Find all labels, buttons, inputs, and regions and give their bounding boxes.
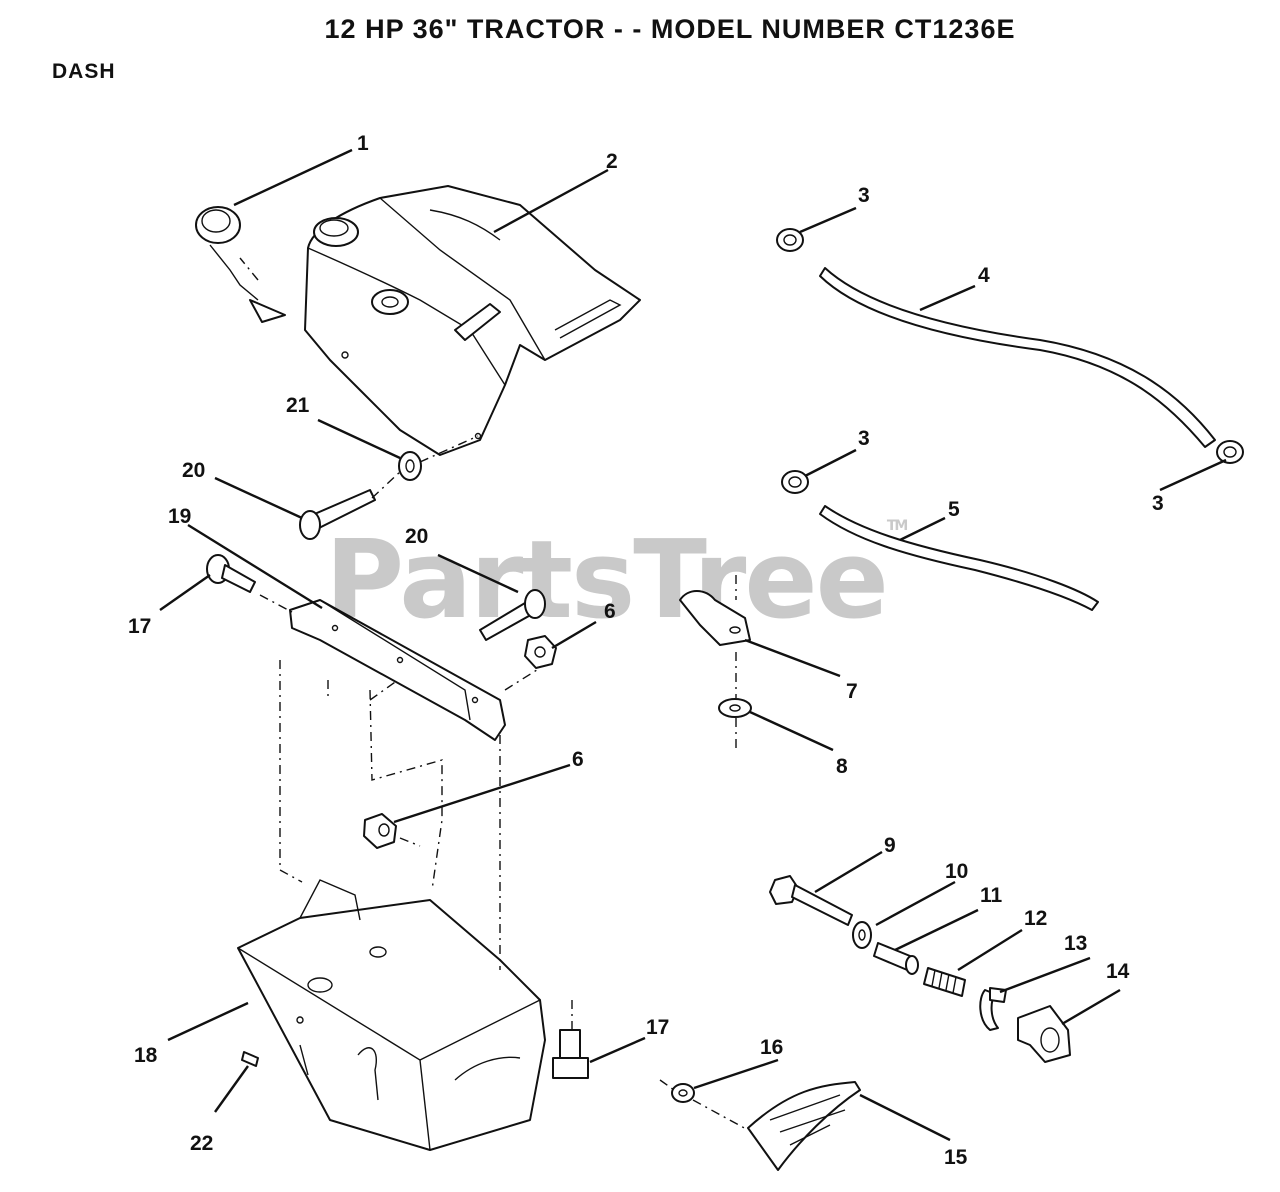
callout-19: 19 — [168, 505, 191, 528]
page-title: 12 HP 36" TRACTOR - - MODEL NUMBER CT123… — [324, 14, 1016, 44]
part-20-screw-a[interactable] — [299, 489, 376, 540]
part-3-hose-clamp-a[interactable] — [776, 228, 804, 252]
callout-5: 5 — [948, 498, 960, 521]
part-8-washer[interactable] — [718, 698, 752, 718]
part-12-spring[interactable] — [923, 967, 966, 997]
part-20-screw-b[interactable] — [479, 589, 546, 641]
callout-6-upper: 6 — [604, 600, 616, 623]
part-11-spacer[interactable] — [873, 942, 919, 975]
callout-14: 14 — [1106, 960, 1130, 983]
callout-9: 9 — [884, 834, 896, 857]
part-21-washer[interactable] — [398, 451, 422, 481]
part-5-fuel-line[interactable] — [819, 505, 1099, 611]
part-16-washer[interactable] — [671, 1083, 695, 1103]
callout-20-mid: 20 — [405, 525, 428, 548]
part-17-bolt-b[interactable] — [552, 1029, 589, 1079]
section-label: DASH — [52, 60, 116, 83]
callout-4: 4 — [978, 264, 990, 287]
callout-17-lower: 17 — [646, 1016, 669, 1039]
part-6-nut-b[interactable] — [363, 813, 397, 849]
part-10-washer[interactable] — [852, 921, 872, 949]
part-9-bolt[interactable] — [769, 875, 853, 926]
callout-21: 21 — [286, 394, 310, 417]
callout-11: 11 — [980, 884, 1003, 907]
part-6-nut-a[interactable] — [524, 635, 557, 669]
callout-numbers: 1 2 3 3 3 4 5 6 6 7 8 9 10 11 12 13 14 1… — [128, 132, 1164, 1169]
watermark: PartsTreeTM — [325, 518, 908, 643]
callout-15: 15 — [944, 1146, 968, 1169]
part-17-bolt-a[interactable] — [206, 554, 256, 593]
callout-18: 18 — [134, 1044, 158, 1067]
part-3-hose-clamp-c[interactable] — [1216, 440, 1244, 464]
callout-17-left: 17 — [128, 615, 151, 638]
callout-20-left: 20 — [182, 459, 205, 482]
callout-13: 13 — [1064, 932, 1087, 955]
callout-6-lower: 6 — [572, 748, 584, 771]
callout-1: 1 — [357, 132, 369, 155]
part-1-fuel-cap[interactable] — [195, 206, 286, 323]
assembly-lines — [239, 257, 749, 1131]
callout-7: 7 — [846, 680, 858, 703]
part-3-hose-clamp-b[interactable] — [781, 470, 809, 494]
part-15-throttle-decal[interactable] — [747, 1081, 861, 1171]
callout-3-right: 3 — [1152, 492, 1164, 515]
callout-16: 16 — [760, 1036, 783, 1059]
leader-lines — [159, 148, 1227, 1142]
part-14-throttle-bracket[interactable] — [1017, 1005, 1071, 1063]
callout-2: 2 — [606, 150, 618, 173]
callout-12: 12 — [1024, 907, 1047, 930]
callout-3-mid: 3 — [858, 427, 870, 450]
callout-22: 22 — [190, 1132, 213, 1155]
part-22-clip[interactable] — [241, 1051, 259, 1067]
callout-8: 8 — [836, 755, 848, 778]
part-13-clip[interactable] — [979, 987, 1007, 1031]
callout-3-top: 3 — [858, 184, 870, 207]
callout-10: 10 — [945, 860, 968, 883]
part-19-support-bracket[interactable] — [289, 599, 506, 741]
part-7-bracket[interactable] — [679, 590, 751, 646]
part-2-dash-panel[interactable] — [304, 185, 641, 456]
part-18-dash-lower-panel[interactable] — [237, 879, 546, 1151]
part-4-fuel-line[interactable] — [819, 267, 1216, 448]
